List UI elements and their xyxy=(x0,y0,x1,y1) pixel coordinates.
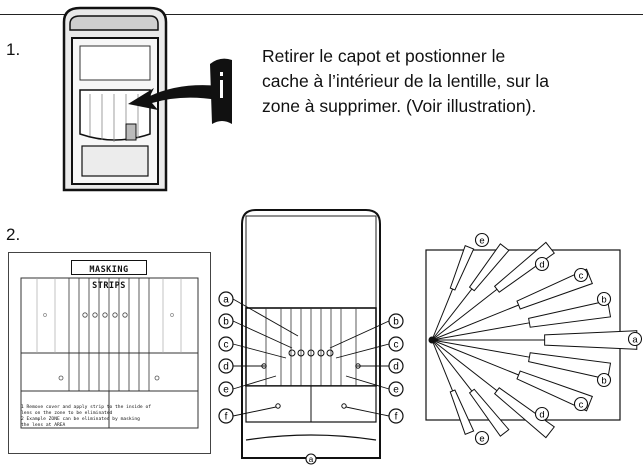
zone-label-c: c xyxy=(394,340,399,351)
zone-beam xyxy=(544,330,638,350)
zone-label-d: d xyxy=(223,362,229,373)
zone-beam-line xyxy=(431,304,519,341)
step-2-number: 2. xyxy=(6,225,21,244)
top-divider xyxy=(0,14,643,15)
detector-origin-point xyxy=(428,336,436,344)
zone-label-b: b xyxy=(223,317,229,328)
zone-label-e: e xyxy=(479,434,484,445)
zone-beam-line xyxy=(431,288,473,341)
zone-label-b: b xyxy=(601,295,606,306)
zone-label-f: f xyxy=(395,412,398,423)
zone-label-d: d xyxy=(539,410,544,421)
zone-beam-line xyxy=(431,288,498,341)
zone-label-e: e xyxy=(479,236,484,247)
masking-note-line: lens on the zone to be eliminated xyxy=(21,411,113,416)
zone-label-d: d xyxy=(393,362,399,373)
masking-note-line: the lens at AREA xyxy=(21,423,66,428)
instruction-line: cache à l’intérieur de la lentille, sur … xyxy=(262,71,549,91)
masking-strips-notes: 1 Remove cover and apply strip to the in… xyxy=(21,405,151,429)
zone-label-c: c xyxy=(579,400,584,411)
zone-beam-line xyxy=(431,339,519,376)
masking-note-line: 1 Remove cover and apply strip to the in… xyxy=(21,405,151,410)
instruction-text: Retirer le capot et postionner le cache … xyxy=(262,44,632,119)
zone-label-e: e xyxy=(393,385,399,396)
zone-beam-line xyxy=(431,339,473,392)
instruction-line: zone à supprimer. (Voir illustration). xyxy=(262,96,537,116)
masking-strips-drawing xyxy=(20,277,199,429)
zone-label-f: f xyxy=(225,412,228,423)
zone-beam xyxy=(449,245,475,291)
zone-label-a: a xyxy=(632,335,638,346)
zone-beam xyxy=(493,241,555,293)
zone-beam xyxy=(516,268,594,310)
zone-label-c: c xyxy=(579,271,584,282)
detector-front-diagram: a b c d e f b c d e f a xyxy=(218,209,404,465)
zone-beam xyxy=(449,389,475,435)
zone-label-a: a xyxy=(309,455,314,464)
zone-label-e: e xyxy=(223,385,229,396)
masking-strips-sheet: MASKING STRIPS 1 Remove cover and apply … xyxy=(8,252,211,454)
zone-beam-line xyxy=(431,322,530,341)
zone-beam xyxy=(468,243,510,292)
instruction-line: Retirer le capot et postionner le xyxy=(262,46,506,66)
zone-beam-line xyxy=(431,339,498,392)
zone-beam-line xyxy=(431,288,454,341)
zone-beam xyxy=(528,300,612,328)
zone-beam-line xyxy=(431,339,454,392)
zone-beam xyxy=(468,388,510,437)
masking-note-line: 2 Example ZONE can be eliminated by mask… xyxy=(21,417,140,422)
zone-label-b: b xyxy=(601,376,606,387)
step-1-number: 1. xyxy=(6,40,21,59)
zone-label-c: c xyxy=(224,340,229,351)
zone-label-a: a xyxy=(223,295,229,306)
detection-zones-diagram: e d c b a b c d e xyxy=(425,232,642,446)
zone-beam-line xyxy=(431,339,530,358)
zone-label-d: d xyxy=(539,260,544,271)
zone-label-b: b xyxy=(393,317,399,328)
detector-open-illustration xyxy=(62,6,232,192)
zone-beam xyxy=(516,370,594,412)
